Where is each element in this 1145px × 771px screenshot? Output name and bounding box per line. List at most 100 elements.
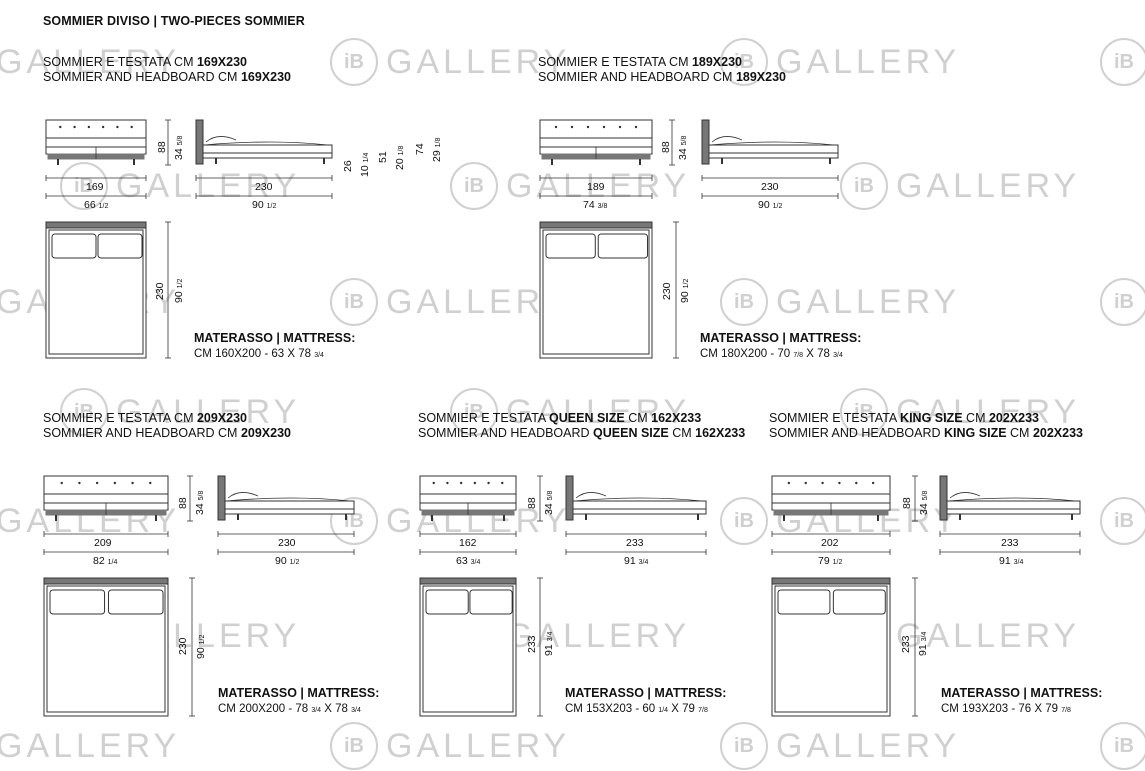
headboard-front [45,119,147,139]
side-length-in: 91 3/4 [999,555,1024,567]
mattress-plan [48,229,144,355]
headboard-side [565,475,574,521]
plan-length-in: 91 3/4 [917,631,929,656]
side-length-cm: 233 [1001,537,1019,549]
pillow-side [227,492,259,499]
plan-length-cm: 230 [661,282,673,300]
mattress-front [43,493,169,504]
headboard-front [43,475,169,495]
height-cm: 88 [526,497,538,509]
plan-length-cm: 230 [177,637,189,655]
height-cm: 88 [660,141,672,153]
headboard-side [939,475,948,521]
pillow-plan-right [597,233,649,259]
tuft-button [602,125,606,129]
front-width-in: 74 3/8 [583,199,608,211]
tuft-button [634,125,638,129]
height-cm: 88 [177,497,189,509]
sommier-side [708,152,839,159]
mattress-front [539,137,653,148]
mattress-side [202,144,333,154]
plan-length-cm: 230 [154,282,166,300]
pillow-plan-right [832,589,886,615]
headboard-height-in: 29 1/8 [431,137,443,162]
headboard-plan [539,221,653,229]
side-length-cm: 230 [761,181,779,193]
pillow-plan-right [469,589,513,615]
mattress-size: CM 160X200 - 63 X 78 3/4 [194,348,324,360]
height-cm: 88 [156,141,168,153]
mattress-title: MATERASSO | MATTRESS: [194,331,356,345]
variant-209-caption: SOMMIER E TESTATA CM 209X230 SOMMIER AND… [43,411,291,440]
tuft-button [87,125,91,129]
leg-height-in: 10 1/4 [359,152,371,177]
tuft-button [554,125,558,129]
variant-king-caption: SOMMIER E TESTATA KING SIZE CM 202X233 S… [769,411,1083,440]
height-in: 34 5/8 [173,135,185,160]
pillow-plan-left [777,589,831,615]
side-length-in: 90 1/2 [275,555,300,567]
front-width-in: 63 3/4 [456,555,481,567]
tuft-button [804,481,807,485]
headboard-plan [419,577,517,585]
headboard-front [771,475,891,495]
tuft-button [473,481,477,485]
side-length-in: 90 1/2 [252,199,277,211]
tuft-button [95,481,99,485]
mattress-title: MATERASSO | MATTRESS: [941,686,1103,700]
pillow-plan-left [51,233,97,259]
mattress-front [419,493,517,504]
headboard-side [217,475,226,521]
mattress-side [572,500,707,510]
tuft-button [838,481,841,485]
headboard-side [701,119,710,165]
front-width-cm: 189 [587,181,605,193]
mattress-plan [774,585,888,713]
tuft-button [446,481,449,485]
height-in: 34 5/8 [194,490,206,515]
tuft-button [131,481,134,485]
pillow-plan-left [545,233,596,259]
tuft-button [855,481,858,485]
sommier-side [946,508,1081,515]
tuft-button [101,125,105,129]
side-length-cm: 230 [255,181,273,193]
duvet-side [203,141,329,146]
plan-length-in: 90 1/2 [173,278,185,303]
tuft-button [459,481,463,485]
headboard-plan [771,577,891,585]
tuft-button [73,125,76,129]
pillow-plan-right [107,589,164,615]
pillow-plan-right [97,233,143,259]
mattress-side [224,500,355,510]
tuft-button [78,481,81,485]
duvet-side [225,497,351,502]
sommier-side [572,508,707,515]
headboard-front [539,119,653,139]
tuft-button [113,481,117,485]
mattress-side [946,500,1081,510]
front-width-cm: 202 [821,537,839,549]
front-width-in: 82 1/4 [93,555,118,567]
duvet-side [947,497,1077,502]
front-width-in: 66 1/2 [84,199,109,211]
mattress-size: CM 153X203 - 60 1/4 X 79 7/8 [565,703,708,715]
seat-height-cm: 51 [377,151,389,163]
variant-189-caption: SOMMIER E TESTATA CM 189X230 SOMMIER AND… [538,55,786,84]
height-in: 34 5/8 [543,490,555,515]
headboard-plan [43,577,169,585]
seat-height-in: 20 1/8 [394,145,406,170]
tuft-button [618,125,622,129]
pillow-plan-left [49,589,106,615]
duvet-side [573,497,703,502]
pillow-side [205,136,237,143]
bed-plan [539,227,653,359]
page-title: SOMMIER DIVISO | TWO-PIECES SOMMIER [43,14,305,28]
pillow-plan-left [425,589,469,615]
tuft-button [432,481,435,485]
mattress-size: CM 200X200 - 78 3/4 X 78 3/4 [218,703,361,715]
front-width-cm: 169 [86,181,104,193]
height-in: 34 5/8 [918,490,930,515]
pillow-side [949,492,981,499]
mattress-side [708,144,839,154]
